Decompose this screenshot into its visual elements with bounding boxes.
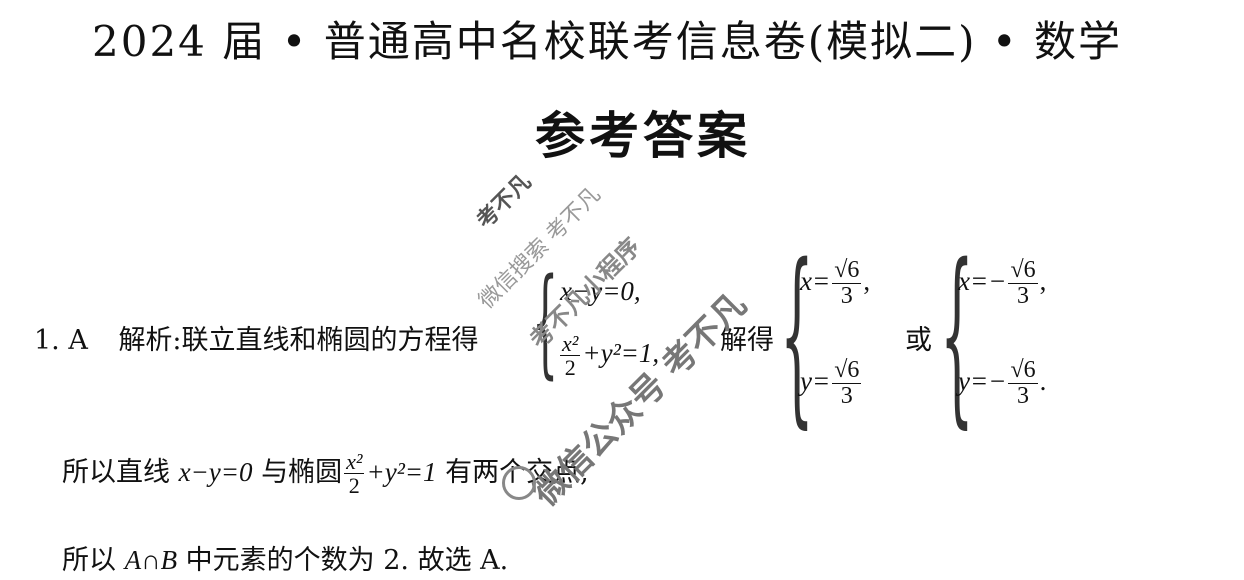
watermark-1: 考不凡 bbox=[472, 169, 537, 234]
ellipse-equation: +y²=1 bbox=[366, 457, 437, 488]
or-label: 或 bbox=[905, 325, 932, 356]
system-brace: { bbox=[532, 252, 559, 390]
solution2-brace: { bbox=[940, 224, 974, 445]
line-equation: x−y=0 bbox=[178, 457, 253, 488]
answer-number: 1. A 解析:联立直线和椭圆的方程得 bbox=[34, 318, 479, 357]
answer-lead: 解析:联立直线和椭圆的方程得 bbox=[118, 325, 479, 356]
solution1-brace: { bbox=[780, 224, 814, 445]
system-eq1: x−y=0, bbox=[560, 276, 641, 306]
solve-label: 解得 bbox=[720, 325, 774, 356]
set-intersection: A∩B bbox=[124, 545, 178, 575]
document-subtitle: 参考答案 bbox=[535, 107, 751, 165]
conclusion-line-2: 所以 A∩B 中元素的个数为 2. 故选 A. bbox=[62, 545, 509, 576]
document-title: 2024 届 • 普通高中名校联考信息卷(模拟二) • 数学 bbox=[92, 17, 1122, 66]
answer-label: 1. A bbox=[34, 325, 88, 356]
